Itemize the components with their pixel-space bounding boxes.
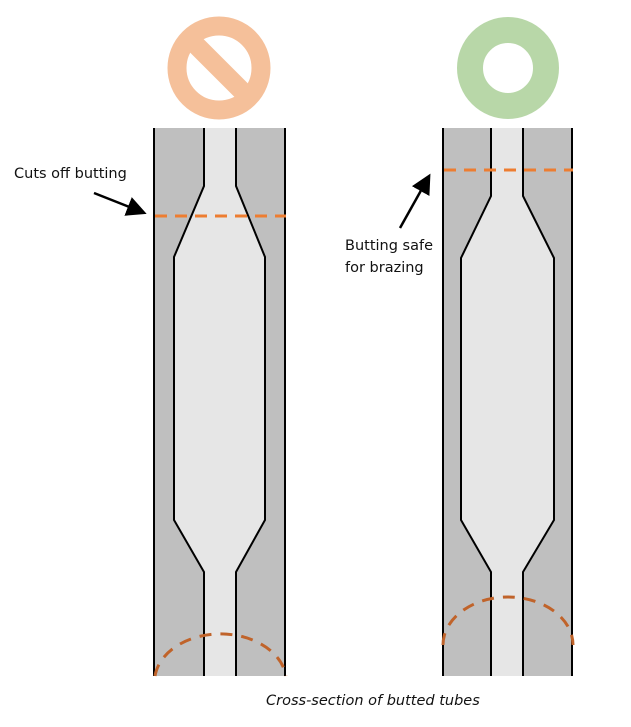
left-tube-cross-section (153, 128, 288, 677)
right-annotation-line1: Butting safe (345, 238, 434, 254)
right-tube-cross-section (441, 128, 575, 676)
prohibited-icon (167, 16, 271, 120)
arrow-icon (93, 191, 147, 216)
brazing-arc (153, 632, 288, 677)
caption: Cross-section of butted tubes (266, 693, 480, 709)
brazing-arc (441, 595, 575, 646)
right-annotation-line2: for brazing (345, 260, 424, 276)
arrow-icon (398, 173, 431, 229)
ok-ring-icon (457, 17, 559, 119)
left-annotation: Cuts off butting (14, 166, 127, 182)
